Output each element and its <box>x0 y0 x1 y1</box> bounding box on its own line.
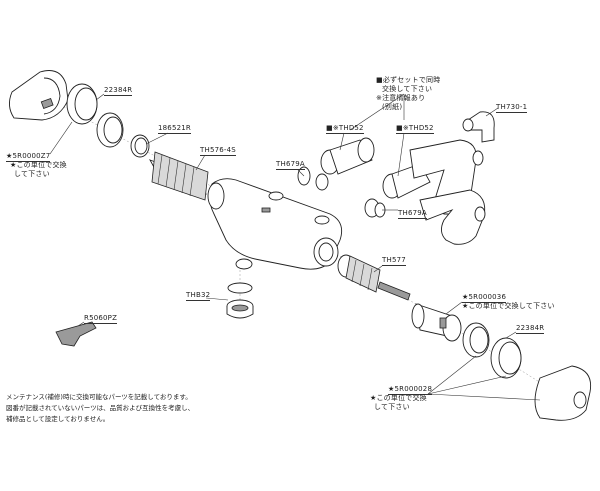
label-5r000028-note-2: して下さい <box>374 403 410 411</box>
leader-22384r-top <box>95 93 105 101</box>
label-186521r: 186521R <box>158 124 191 134</box>
cartridge-th576 <box>149 151 209 201</box>
leader-thb32 <box>205 297 229 301</box>
elbow-th730 <box>462 111 495 143</box>
ring-186521r <box>130 134 150 158</box>
label-5r0000z7: ★5R0000Z7 <box>6 152 51 162</box>
leader-set-a <box>349 93 405 131</box>
right-handle-cap <box>534 365 592 421</box>
leader-5r000036 <box>445 301 463 315</box>
aerator-thb32 <box>226 282 254 319</box>
ring-22384r-bottom <box>490 337 522 379</box>
leader-thd52-b <box>397 132 405 177</box>
leader-5r000028-c <box>427 393 541 401</box>
label-th576: TH576-4S <box>200 146 236 156</box>
label-5r000028-note-1: ★この単位で交換 <box>370 394 427 402</box>
label-th730: TH730-1 <box>496 103 528 113</box>
leader-22384r-bottom <box>505 331 517 339</box>
leader-5r0000z7 <box>49 121 73 155</box>
wrench-r5060pz <box>55 321 97 347</box>
label-5r000036-note: ★この単位で交換して下さい <box>462 302 555 310</box>
label-5r000028: ★5R000028 <box>388 385 433 395</box>
label-5r0000z7-note-1: ★この単位で交換 <box>10 161 67 169</box>
footer-note-line-2: 図番が記載されていないパーツは、品質および互換性を考慮し、 <box>6 404 195 412</box>
leader-5r000028-a <box>427 355 477 395</box>
ring-large-bottom <box>462 322 490 358</box>
label-th679a-a: TH679A <box>276 160 305 170</box>
label-5r0000z7-note-2: して下さい <box>14 170 50 178</box>
label-thb32: THB32 <box>186 291 211 301</box>
faucet-main-body <box>207 178 343 270</box>
label-22384r-top: 22384R <box>104 86 133 96</box>
set-note-line-3: ※注意情報あり <box>376 94 426 102</box>
leader-186521r <box>145 132 169 145</box>
strainer-th577 <box>337 254 411 301</box>
ring-22384r-top <box>66 83 98 125</box>
label-th577: TH577 <box>382 256 406 266</box>
label-thd52-b: ■※THD52 <box>396 124 434 134</box>
leader-th730 <box>485 107 499 117</box>
leader-thd52-a <box>339 132 345 151</box>
leader-r5060pz <box>77 321 85 327</box>
label-r5060pz: R5060PZ <box>84 314 118 324</box>
label-th679a-b: TH679A <box>398 209 427 219</box>
label-5r000036: ★5R000036 <box>462 293 507 303</box>
footer-note-line-1: メンテナンス(補修)時に交換可能なパーツを記載しております。 <box>6 393 192 401</box>
ring-large-top <box>96 112 124 148</box>
label-thd52-a: ■※THD52 <box>326 124 364 134</box>
s-union-pipes <box>409 139 486 245</box>
left-handle-cap <box>9 70 69 121</box>
cartridge-5r000036 <box>411 303 462 342</box>
leader-th576 <box>195 154 206 171</box>
set-note-line-1: ■必ずセットで同時 <box>376 76 441 84</box>
set-note-line-4: (別紙) <box>382 103 403 111</box>
valve-thd52-a <box>320 137 375 175</box>
footer-note-line-3: 補修品として設定しておりません。 <box>6 415 110 423</box>
ring-th679a-b <box>364 198 386 218</box>
set-note-line-2: 交換して下さい <box>382 85 433 93</box>
leader-th679a-a <box>297 169 305 177</box>
label-22384r-bottom: 22384R <box>516 324 545 334</box>
leader-th577 <box>373 265 383 273</box>
leader-5r000028-b <box>427 375 507 395</box>
